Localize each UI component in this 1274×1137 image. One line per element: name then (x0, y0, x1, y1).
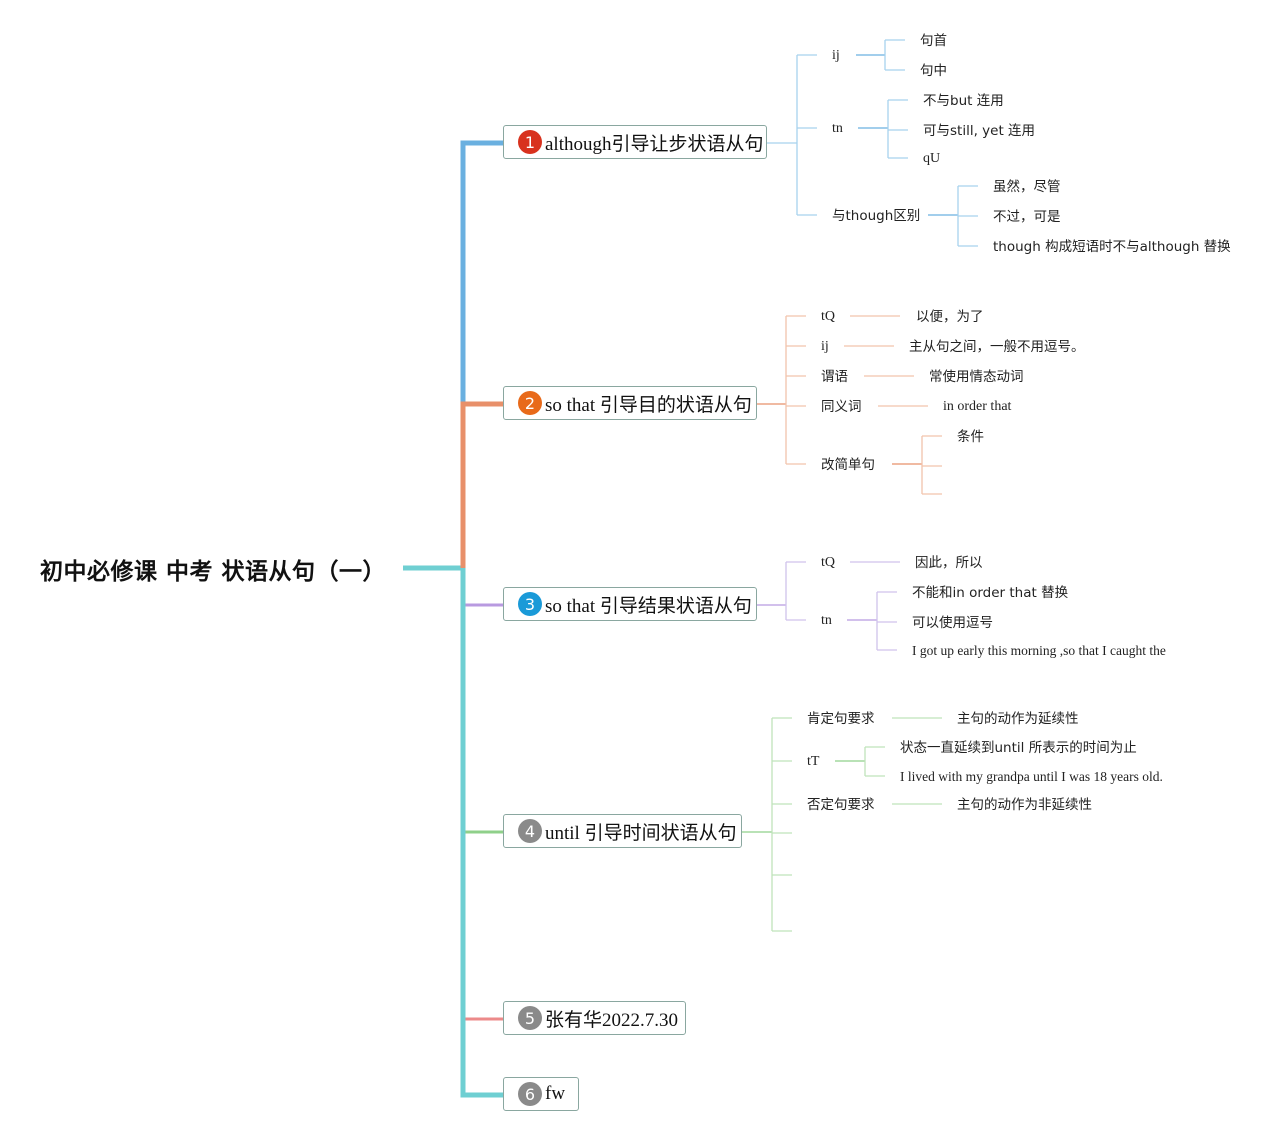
node-2-4[interactable]: 同义词 (821, 399, 862, 415)
node-1-3-2[interactable]: 不过，可是 (993, 209, 1061, 225)
branch-2-topic[interactable]: 2 so that 引导目的状语从句 (503, 386, 757, 420)
number-badge-3: 3 (518, 592, 542, 616)
node-1-1-2[interactable]: 句中 (920, 63, 947, 79)
spine-branch-1 (460, 140, 503, 404)
branch-4-label: until 引导时间状语从句 (545, 822, 737, 844)
branch-4-topic[interactable]: 4 until 引导时间状语从句 (503, 814, 742, 848)
node-2-4-1[interactable]: in order that (943, 399, 1012, 414)
branch-3-label: so that 引导结果状语从句 (545, 595, 752, 617)
number-badge-1: 1 (518, 130, 542, 154)
branch-5-label: 张有华2022.7.30 (545, 1009, 679, 1031)
node-1-3-1[interactable]: 虽然，尽管 (993, 179, 1061, 195)
node-2-5[interactable]: 改简单句 (821, 457, 875, 473)
node-3-2-1[interactable]: 不能和in order that 替换 (912, 585, 1069, 601)
node-2-5-1[interactable]: 条件 (957, 429, 984, 445)
node-1-2-2[interactable]: 可与still, yet 连用 (923, 123, 1036, 139)
number-badge-6: 6 (518, 1082, 542, 1106)
spine-branch-2 (460, 401, 503, 568)
node-3-2[interactable]: tn (821, 613, 832, 628)
node-1-2-3[interactable]: qU (923, 151, 941, 166)
node-3-1[interactable]: tQ (821, 555, 835, 570)
branch-1-topic[interactable]: 1 although引导让步状语从句 (503, 125, 767, 159)
node-4-3[interactable]: 否定句要求 (807, 797, 875, 813)
branch-5-topic[interactable]: 5 张有华2022.7.30 (503, 1001, 686, 1035)
branch-2-label: so that 引导目的状语从句 (545, 394, 752, 416)
node-1-1[interactable]: ij (832, 48, 840, 63)
node-2-2-1[interactable]: 主从句之间，一般不用逗号。 (909, 339, 1085, 355)
node-4-1-1[interactable]: 主句的动作为延续性 (957, 711, 1079, 727)
node-3-2-3[interactable]: I got up early this morning ,so that I c… (912, 643, 1166, 658)
branch-4-connectors (742, 717, 942, 932)
node-2-1[interactable]: tQ (821, 309, 835, 324)
branch-3-connectors (757, 561, 900, 651)
root-topic[interactable]: 初中必修课 中考 状语从句（一） (40, 559, 387, 585)
node-2-3-1[interactable]: 常使用情态动词 (929, 369, 1024, 385)
node-2-3[interactable]: 谓语 (821, 369, 848, 385)
number-badge-2: 2 (518, 391, 542, 415)
node-4-2-2[interactable]: I lived with my grandpa until I was 18 y… (900, 769, 1163, 784)
branch-1-label: although引导让步状语从句 (545, 133, 764, 155)
node-1-3[interactable]: 与though区别 (832, 208, 921, 224)
node-4-2[interactable]: tT (807, 754, 820, 769)
branch-3-topic[interactable]: 3 so that 引导结果状语从句 (503, 587, 757, 621)
node-1-2-1[interactable]: 不与but 连用 (923, 93, 1004, 109)
node-1-1-1[interactable]: 句首 (920, 33, 947, 49)
spine-lower (460, 568, 503, 1098)
branch-6-topic[interactable]: 6 fw (503, 1077, 579, 1111)
node-4-1[interactable]: 肯定句要求 (807, 711, 875, 727)
number-badge-5: 5 (518, 1006, 542, 1030)
node-2-1-1[interactable]: 以便，为了 (916, 309, 984, 325)
number-badge-4: 4 (518, 819, 542, 843)
branch-6-label: fw (545, 1083, 566, 1104)
node-3-1-1[interactable]: 因此，所以 (915, 555, 983, 571)
node-4-3-1[interactable]: 主句的动作为非延续性 (957, 797, 1092, 813)
branch-1-connectors (767, 39, 978, 247)
node-3-2-2[interactable]: 可以使用逗号 (912, 615, 993, 631)
node-1-3-3[interactable]: though 构成短语时不与although 替换 (993, 239, 1231, 255)
branch-2-connectors (757, 315, 942, 495)
node-4-2-1[interactable]: 状态一直延续到until 所表示的时间为止 (900, 740, 1137, 756)
node-1-2[interactable]: tn (832, 121, 843, 136)
node-2-2[interactable]: ij (821, 339, 829, 354)
